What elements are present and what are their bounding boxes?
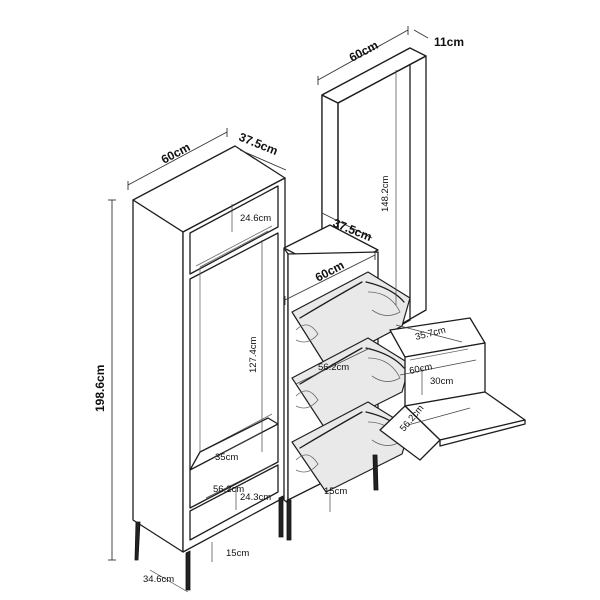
label-mirror-depth: 11cm [434,35,464,49]
label-tall-drawer-height: 24.3cm [240,492,271,503]
label-tall-inner-width: 56.2cm [213,484,244,495]
dimension-lines [108,26,477,593]
label-tall-top-comp: 24.6cm [240,213,271,224]
tall-drawer [189,464,279,541]
label-shoe-inner-width: 56.2cm [318,362,349,373]
label-tall-width: 60cm [159,140,193,167]
label-tall-inner-depth: 35cm [215,452,238,463]
tall-cabinet [132,145,286,591]
shoe-cabinet [283,224,411,541]
label-bench-width: 60cm [408,361,433,377]
label-tall-inner-height: 127.4cm [248,336,259,373]
bench [379,317,526,461]
label-tall-bottom-depth: 34.6cm [143,574,174,585]
tall-cabinet-side [132,199,184,553]
label-tall-leg-height: 15cm [226,548,249,559]
label-mirror-height: 148.2cm [380,175,391,212]
label-mirror-width: 60cm [347,38,381,65]
tall-top-compartment [189,185,279,275]
tall-main-compartment [189,232,279,509]
label-shoe-leg-height: 15cm [324,486,347,497]
label-bench-height: 30cm [430,376,453,387]
shoe-flap [291,271,411,367]
label-tall-height: 198.6cm [93,365,107,412]
tall-leg [185,550,191,591]
